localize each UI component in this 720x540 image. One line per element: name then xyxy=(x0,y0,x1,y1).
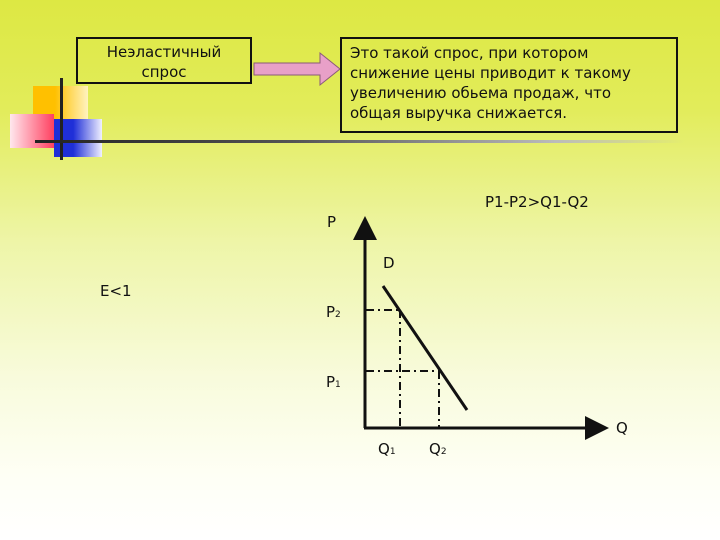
definition-line-4: общая выручка снижается. xyxy=(350,104,568,122)
term-line-1: Неэластичный xyxy=(106,43,222,61)
p1-label: P1 xyxy=(326,373,341,391)
x-axis-label: Q xyxy=(616,419,628,437)
definition-line-3: увеличению обьема продаж, что xyxy=(350,84,611,102)
q1-label: Q1 xyxy=(378,440,396,458)
y-axis-label: P xyxy=(327,213,337,231)
definition-line-2: снижение цены приводит к такому xyxy=(350,64,631,82)
definition-box: Это такой спрос, при котором снижение це… xyxy=(340,37,678,133)
demand-curve xyxy=(381,285,469,411)
curve-label: D xyxy=(383,254,395,272)
elasticity-label: E<1 xyxy=(100,282,132,300)
term-line-2: спрос xyxy=(141,63,187,81)
inequality-annotation: P1-P2>Q1-Q2 xyxy=(485,193,589,211)
definition-line-1: Это такой спрос, при котором xyxy=(350,44,589,62)
p2-label: P2 xyxy=(326,303,341,321)
decorative-vertical-line xyxy=(60,78,63,160)
q2-label: Q2 xyxy=(429,440,447,458)
title-underline xyxy=(35,140,685,143)
term-box: Неэластичный спрос xyxy=(76,37,252,84)
